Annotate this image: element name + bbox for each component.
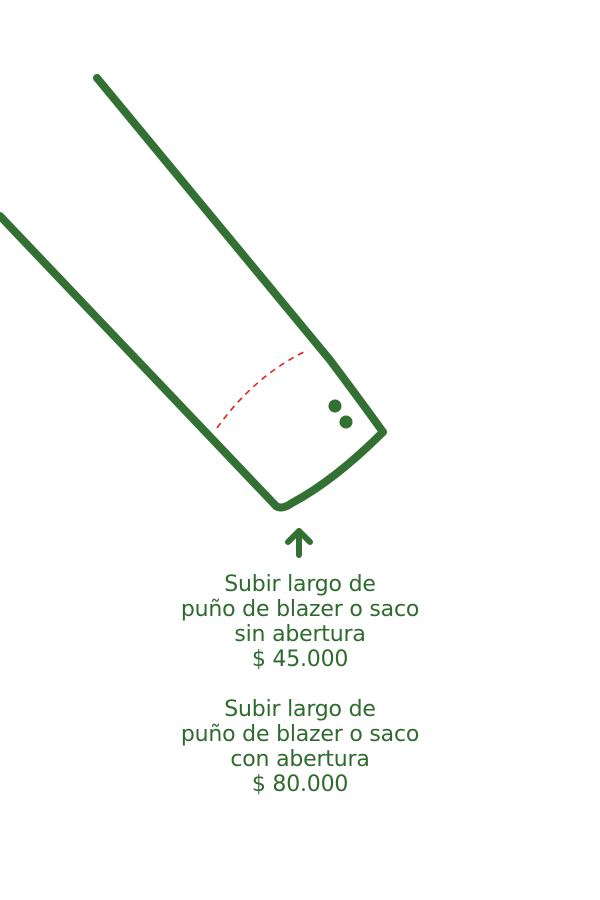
sleeve-hem (272, 428, 387, 512)
sleeve-outer-edge (93, 74, 387, 436)
option-price: $ 45.000 (251, 647, 349, 672)
option-without-vent: Subir largo de puño de blazer o saco sin… (0, 572, 600, 672)
option-price: $ 80.000 (251, 772, 349, 797)
option-title-line-2: puño de blazer o saco (180, 597, 420, 622)
button-icon (339, 415, 353, 429)
option-title-line-1: Subir largo de (224, 697, 376, 722)
sleeve-outline-icon (0, 74, 387, 512)
option-with-vent: Subir largo de puño de blazer o saco con… (0, 697, 600, 797)
button-icon (328, 399, 342, 413)
fold-line-icon (216, 349, 309, 429)
option-title-line-1: Subir largo de (224, 572, 376, 597)
option-title-line-2: puño de blazer o saco (180, 722, 420, 747)
option-variant-label: con abertura (230, 747, 370, 772)
sleeve-inner-edge (0, 212, 280, 510)
up-arrow-icon (285, 528, 313, 558)
option-variant-label: sin abertura (234, 622, 366, 647)
